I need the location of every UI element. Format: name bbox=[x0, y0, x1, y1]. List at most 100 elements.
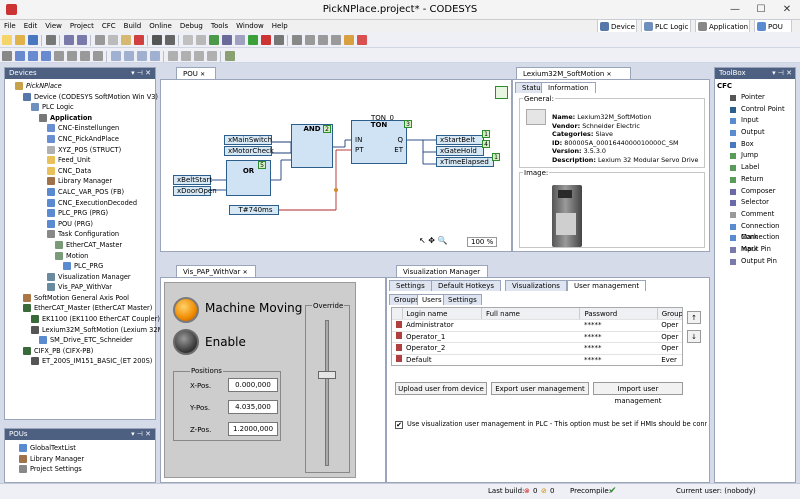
toolbox-item[interactable]: Pointer bbox=[715, 92, 795, 104]
input-var[interactable]: xMotorCheck bbox=[224, 146, 274, 156]
cfc-input-icon[interactable] bbox=[15, 51, 25, 61]
menu-cfc[interactable]: CFC bbox=[101, 22, 116, 30]
tab-lexium[interactable]: Lexium32M_SoftMotion ✕ bbox=[516, 67, 631, 79]
col-login-name[interactable]: Login name bbox=[402, 308, 482, 320]
build-icon[interactable] bbox=[209, 35, 219, 45]
tab-vis-manager[interactable]: Visualization Manager ✕ bbox=[396, 265, 488, 288]
tree-node[interactable]: PLC_PRG bbox=[9, 261, 155, 272]
cfc-reset-icon[interactable] bbox=[137, 51, 147, 61]
toolbox-item[interactable]: Comment bbox=[715, 209, 795, 221]
tree-node[interactable]: SoftMotion General Axis Pool bbox=[9, 293, 155, 304]
toolbox-item[interactable]: Composer bbox=[715, 186, 795, 198]
tab-information[interactable]: Information bbox=[541, 82, 596, 93]
start-icon[interactable] bbox=[248, 35, 258, 45]
list-item[interactable]: Project Settings bbox=[19, 464, 155, 475]
move-down-button[interactable]: ↓ bbox=[687, 330, 701, 343]
ton-instance-name[interactable]: TON_0 bbox=[371, 114, 394, 122]
use-user-management-checkbox[interactable]: ✔ bbox=[395, 421, 403, 429]
tree-node[interactable]: Visualization Manager bbox=[9, 272, 155, 283]
menu-help[interactable]: Help bbox=[271, 22, 288, 30]
table-row[interactable]: Default*****Ever bbox=[392, 354, 682, 365]
bookmark-icon[interactable] bbox=[196, 35, 206, 45]
menu-online[interactable]: Online bbox=[149, 22, 172, 30]
select-all-icon[interactable] bbox=[183, 35, 193, 45]
cfc-box-icon[interactable] bbox=[41, 51, 51, 61]
panel-close-icon[interactable]: ▾ ⊣ ✕ bbox=[131, 430, 151, 438]
input-var[interactable]: xBeltStart bbox=[173, 175, 212, 185]
tab-settings-users[interactable]: Settings bbox=[443, 294, 482, 305]
tree-node[interactable]: CNC_PickAndPlace bbox=[9, 134, 155, 145]
breakpoint-icon[interactable] bbox=[292, 35, 302, 45]
list-item[interactable]: GlobalTextList bbox=[19, 443, 155, 454]
menu-tools[interactable]: Tools bbox=[210, 22, 229, 30]
close-button[interactable]: ✕ bbox=[782, 4, 792, 15]
tree-node[interactable]: PLC Logic bbox=[9, 102, 155, 113]
cfc-jump-icon[interactable] bbox=[54, 51, 64, 61]
table-row[interactable]: Operator_1*****Oper bbox=[392, 331, 682, 343]
open-icon[interactable] bbox=[15, 35, 25, 45]
breadcrumb-application[interactable]: Application bbox=[695, 19, 750, 33]
tree-node[interactable]: Vis_PAP_WithVar bbox=[9, 282, 155, 293]
override-slider-thumb[interactable] bbox=[318, 371, 336, 379]
tab-close-icon[interactable]: ✕ bbox=[200, 71, 206, 78]
tree-node[interactable]: Motion bbox=[9, 251, 155, 262]
tab-close-icon[interactable]: ✕ bbox=[606, 71, 612, 78]
enable-button[interactable] bbox=[173, 329, 199, 355]
cfc-set-icon[interactable] bbox=[124, 51, 134, 61]
tab-close-icon[interactable]: ✕ bbox=[242, 269, 248, 276]
tree-node[interactable]: Application bbox=[9, 113, 155, 124]
input-var[interactable]: xMainSwitch bbox=[224, 135, 272, 145]
save-icon[interactable] bbox=[28, 35, 38, 45]
breadcrumb-pou[interactable]: POU bbox=[754, 19, 792, 33]
tree-node[interactable]: XYZ_POS (STRUCT) bbox=[9, 145, 155, 156]
menu-debug[interactable]: Debug bbox=[179, 22, 203, 30]
table-row[interactable]: Administrator*****Oper bbox=[392, 319, 682, 332]
cfc-comment-icon[interactable] bbox=[93, 51, 103, 61]
ton-block[interactable]: TON IN PT Q ET bbox=[351, 120, 407, 164]
menu-file[interactable]: File bbox=[4, 22, 16, 30]
cfc-connect-icon[interactable] bbox=[194, 51, 204, 61]
tree-node[interactable]: PickNPlace bbox=[9, 81, 155, 92]
toolbox-item[interactable]: Selector bbox=[715, 197, 795, 209]
copy-icon[interactable] bbox=[108, 35, 118, 45]
tab-settings[interactable]: Settings bbox=[389, 280, 432, 291]
zoom-dropdown[interactable]: 100 % bbox=[467, 237, 498, 247]
login-icon[interactable] bbox=[222, 35, 232, 45]
toolbox-item[interactable]: Connection Mark bbox=[715, 221, 795, 241]
move-up-button[interactable]: ↑ bbox=[687, 311, 701, 324]
toolbox-item[interactable]: Box bbox=[715, 139, 795, 151]
cut-icon[interactable] bbox=[95, 35, 105, 45]
tab-user-management[interactable]: User management bbox=[567, 280, 647, 291]
output-var[interactable]: xGateHold bbox=[436, 146, 484, 156]
write-values-icon[interactable] bbox=[344, 35, 354, 45]
step-out-icon[interactable] bbox=[331, 35, 341, 45]
redo-icon[interactable] bbox=[77, 35, 87, 45]
cfc-label-icon[interactable] bbox=[67, 51, 77, 61]
panel-close-icon[interactable]: ▾ ⊣ ✕ bbox=[131, 69, 151, 77]
cfc-edge-icon[interactable] bbox=[150, 51, 160, 61]
toolbox-item[interactable]: Input Pin bbox=[715, 244, 795, 256]
auto-route-icon[interactable] bbox=[495, 86, 508, 99]
cfc-page-icon[interactable] bbox=[225, 51, 235, 61]
tab-pou[interactable]: POU ✕ bbox=[176, 67, 216, 79]
new-project-icon[interactable] bbox=[2, 35, 12, 45]
print-icon[interactable] bbox=[46, 35, 56, 45]
cfc-negate-icon[interactable] bbox=[111, 51, 121, 61]
force-values-icon[interactable] bbox=[357, 35, 367, 45]
cfc-output-icon[interactable] bbox=[28, 51, 38, 61]
connection-point[interactable] bbox=[334, 188, 338, 192]
step-into-icon[interactable] bbox=[318, 35, 328, 45]
toolbox-item[interactable]: Connection Mark bbox=[715, 232, 795, 253]
tree-node[interactable]: Library Manager bbox=[9, 176, 155, 187]
tree-node[interactable]: EtherCAT_Master bbox=[9, 240, 155, 251]
step-over-icon[interactable] bbox=[305, 35, 315, 45]
paste-icon[interactable] bbox=[121, 35, 131, 45]
replace-icon[interactable] bbox=[165, 35, 175, 45]
col-group[interactable]: Group bbox=[657, 308, 682, 320]
const-var[interactable]: T#740ms bbox=[229, 205, 279, 215]
panel-close-icon[interactable]: ▾ ⊣ ✕ bbox=[772, 69, 792, 77]
menu-edit[interactable]: Edit bbox=[23, 22, 38, 30]
tree-node[interactable]: PLC_PRG (PRG) bbox=[9, 208, 155, 219]
tree-node[interactable]: CNC_ExecutionDecoded bbox=[9, 198, 155, 209]
toolbox-item[interactable]: Label bbox=[715, 162, 795, 174]
